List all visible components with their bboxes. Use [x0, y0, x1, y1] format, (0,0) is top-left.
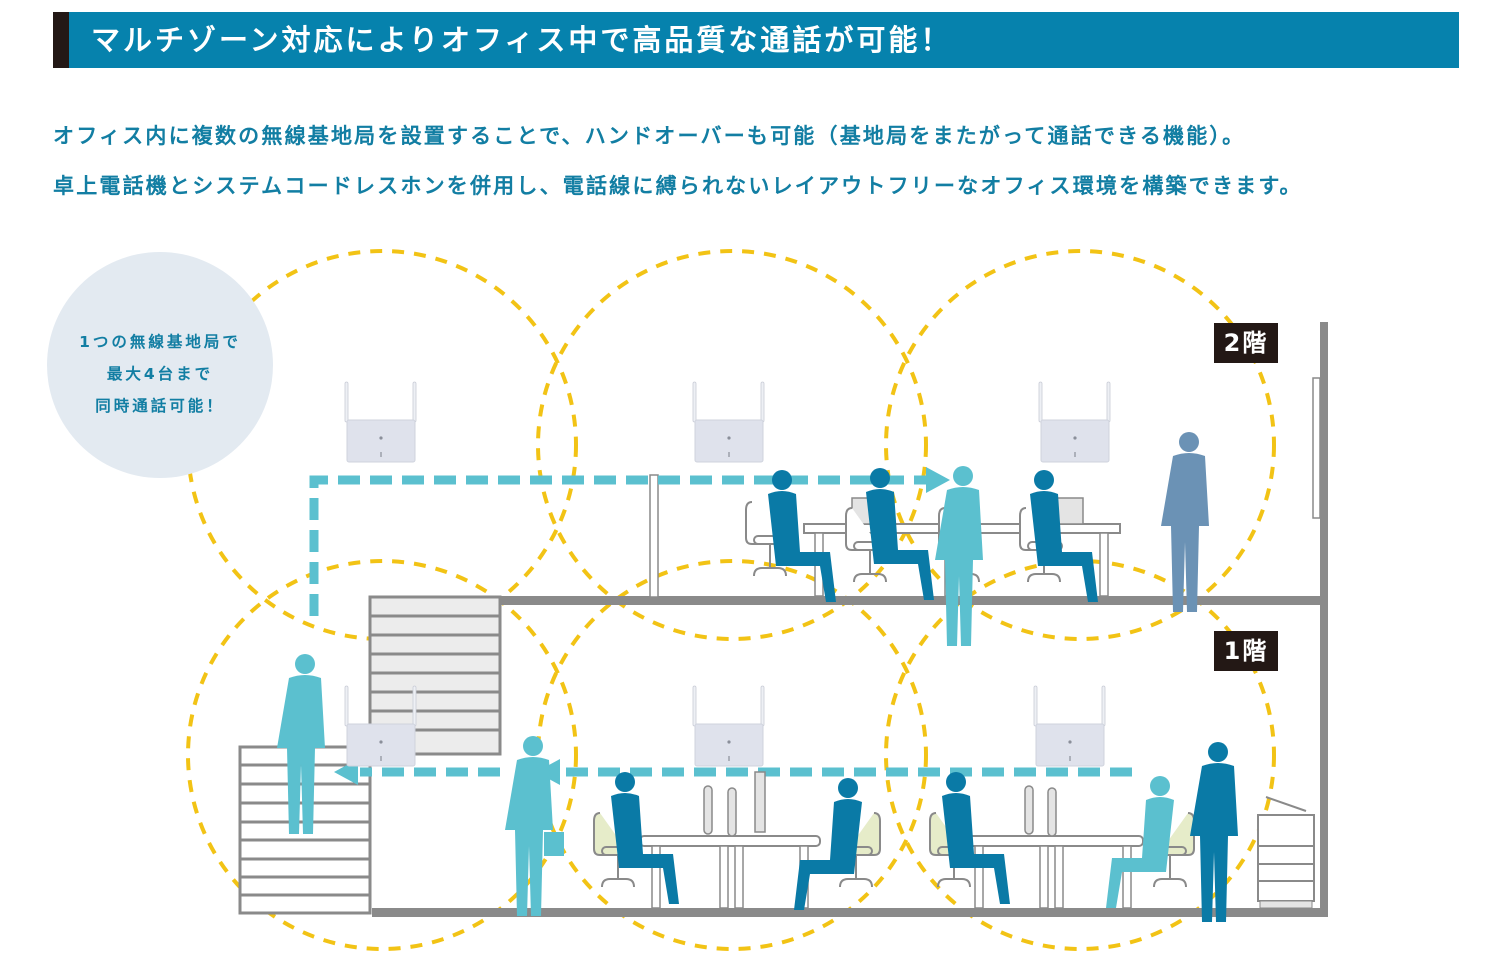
right-wall: [1320, 322, 1328, 916]
desk-1f-right: [962, 785, 1144, 909]
person-on-phone-icon: [935, 466, 983, 646]
wall-door: [1312, 377, 1321, 519]
person-walking-on-phone-icon: [505, 736, 553, 916]
page-title: マルチゾーン対応によりオフィス中で高品質な通話が可能！: [91, 23, 953, 57]
base-station-icon: [1038, 381, 1111, 463]
floor-label-1f: 1階: [1214, 631, 1278, 671]
handover-path: [309, 475, 1132, 777]
base-station-icon: [1033, 685, 1106, 767]
description-line-2: 卓上電話機とシステムコードレスホンを併用し、電話線に縛られないレイアウトフリーな…: [53, 174, 1303, 198]
briefcase-icon: [544, 832, 564, 856]
people-1f: [277, 654, 1238, 922]
monitor-icon: [703, 785, 713, 835]
person-sitting-icon: [1030, 470, 1098, 602]
handover-path-2f: [309, 475, 928, 616]
person-standing-on-phone-icon: [1161, 432, 1209, 612]
callout-line-2: 最大4台まで: [106, 365, 214, 383]
callout-line-3: 同時通話可能！: [95, 397, 225, 415]
coverage-ring-1f-center: [536, 559, 928, 951]
monitor-icon: [1024, 785, 1034, 835]
first-floor-slab: [372, 908, 1328, 917]
base-station-icon: [692, 685, 765, 767]
partition-2f: [649, 474, 659, 598]
base-station-icon: [692, 381, 765, 463]
coverage-ring-2f-left: [186, 249, 578, 641]
header-accent-bar: [53, 12, 69, 68]
copier-icon: [1257, 796, 1315, 909]
coverage-ring-1f-left: [186, 559, 578, 951]
base-station-icon: [344, 381, 417, 463]
person-sitting-icon: [768, 470, 836, 602]
coverage-ring-2f-center: [536, 249, 928, 641]
callout-bubble: 1つの無線基地局で 最大4台まで 同時通話可能！: [47, 252, 273, 478]
arrow-right-icon: [926, 467, 950, 493]
monitor-icon: [754, 771, 766, 833]
monitor-icon: [1047, 787, 1057, 837]
description-line-1: オフィス内に複数の無線基地局を設置することで、ハンドオーバーも可能（基地局をまた…: [53, 124, 1246, 148]
second-floor-slab: [500, 596, 1328, 605]
floor-label-2f: 2階: [1214, 323, 1278, 363]
monitor-icon: [727, 787, 737, 837]
callout-line-1: 1つの無線基地局で: [79, 333, 241, 351]
header-banner: マルチゾーン対応によりオフィス中で高品質な通話が可能！: [53, 12, 1459, 68]
coverage-ring-2f-right: [884, 249, 1276, 641]
